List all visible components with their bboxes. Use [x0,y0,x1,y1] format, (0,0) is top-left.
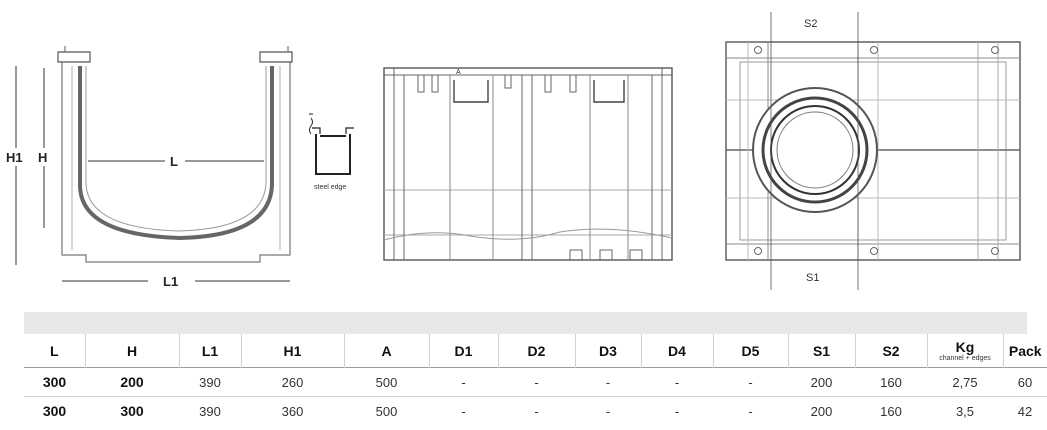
col-header-d5: D5 [713,334,789,368]
cell-h1: 260 [241,367,344,397]
col-header-kg-sub: channel + edges [939,354,991,362]
cell-pack: 60 [1003,367,1047,397]
cell-h: 300 [120,403,144,419]
col-header-l1: L1 [179,334,242,368]
side-view-label-a: A [456,69,461,76]
col-header-d2: D2 [498,334,576,368]
cell-d1: - [461,403,466,419]
cell-s2: 160 [855,367,927,397]
table-row: 300 300 390 360 500 - - - - - 200 160 3,… [24,397,1047,426]
col-header-h: H [85,334,180,368]
cell-s1: 200 [788,367,855,397]
dim-label-h1: H1 [6,150,23,165]
dim-label-h: H [38,150,47,165]
dim-label-l: L [170,154,178,169]
cell-kg: 2,75 [927,367,1003,397]
cell-kg: 3,5 [955,403,975,419]
col-header-s2: S2 [855,334,928,368]
table-header-band [24,312,1027,334]
cell-s1: 200 [810,403,833,419]
col-header-a: A [344,334,430,368]
cell-d3: - [575,367,641,397]
col-header-kg-label: Kg [955,338,975,355]
cell-s2: 160 [880,403,902,419]
cell-d3: - [605,403,611,419]
cell-d2: - [498,367,575,397]
cell-d5: - [713,367,788,397]
side-elevation-view [383,67,673,261]
cell-a: 500 [375,403,398,419]
cross-section-view [57,46,293,263]
spec-table: L H L1 H1 A D1 D2 D3 D4 D5 S1 S2 Kg chan… [24,334,1047,425]
col-header-kg: Kg channel + edges [927,334,1004,368]
dimension-lines [15,66,290,282]
table-header-row: L H L1 H1 A D1 D2 D3 D4 D5 S1 S2 Kg chan… [24,334,1047,368]
col-header-h1: H1 [241,334,345,368]
technical-drawings: H1 H L L1 steel edge [6,12,1021,290]
cell-l1: 390 [179,367,241,397]
col-header-l: L [24,334,86,368]
table-row: 300 200 390 260 500 - - - - - 200 160 2,… [24,367,1047,397]
cell-d5: - [748,403,753,419]
steel-edge-label: steel edge [314,184,346,191]
col-header-pack: Pack [1008,342,1042,359]
col-header-d4: D4 [641,334,714,368]
section-label-s1: S1 [806,272,819,284]
plan-view [725,12,1021,290]
col-header-d1: D1 [429,334,499,368]
cell-pack: 42 [1017,403,1033,419]
cell-h1: 360 [281,403,304,419]
cell-l: 300 [42,403,67,419]
cell-d1: - [429,367,498,397]
section-label-s2: S2 [804,18,817,30]
col-header-d3: D3 [575,334,642,368]
cell-a: 500 [344,367,429,397]
cell-d2: - [534,403,539,419]
dim-label-l1: L1 [163,274,178,289]
col-header-s1: S1 [788,334,856,368]
steel-edge-detail [309,113,354,175]
cell-h: 200 [85,367,179,397]
cell-d4: - [674,403,680,419]
cell-l: 300 [24,367,85,397]
cell-l1: 390 [199,403,221,419]
cell-d4: - [641,367,713,397]
